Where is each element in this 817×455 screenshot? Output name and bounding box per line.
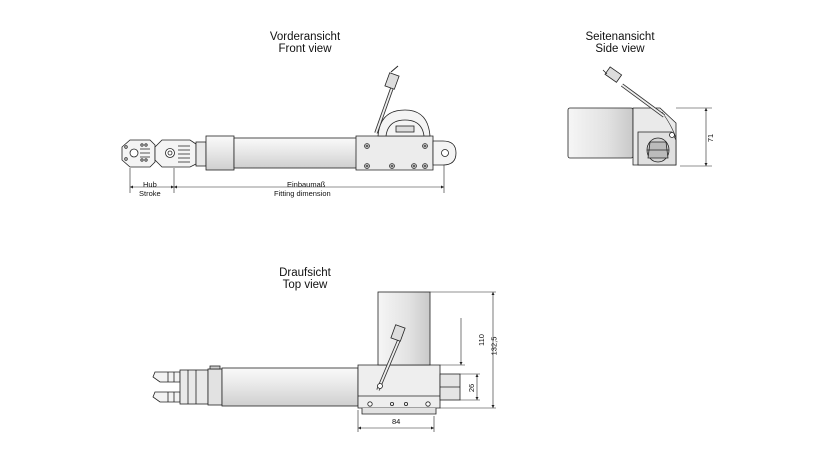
side-view-title-de: Seitenansicht bbox=[585, 31, 655, 43]
front-view-title-en: Front view bbox=[278, 43, 332, 55]
top-view-drawing bbox=[152, 291, 461, 415]
front-view-title: Vorderansicht Front view bbox=[250, 31, 360, 55]
fitting-dimension-label-de: Einbaumaß bbox=[287, 180, 326, 189]
front-rod-clevis bbox=[121, 139, 156, 168]
top-height-outer-label: 132,5 bbox=[489, 336, 499, 356]
side-view-dimensions bbox=[676, 107, 712, 167]
top-view-dimensions bbox=[357, 291, 496, 432]
stroke-label-de: Hub bbox=[143, 180, 157, 189]
front-view-drawing bbox=[121, 65, 457, 171]
top-mount-label: 26 bbox=[467, 383, 477, 393]
top-view-title-de: Draufsicht bbox=[279, 267, 331, 279]
front-view-dimensions bbox=[129, 165, 445, 193]
front-rod-clevis-extended bbox=[154, 139, 207, 168]
top-width-label: 84 bbox=[392, 417, 401, 426]
fitting-dimension-label-en: Fitting dimension bbox=[274, 189, 331, 198]
side-view-drawing bbox=[567, 66, 677, 166]
stroke-label-en: Stroke bbox=[139, 189, 161, 198]
front-view-title-de: Vorderansicht bbox=[269, 31, 341, 43]
side-view-title: Seitenansicht Side view bbox=[565, 31, 675, 55]
top-view-title: Draufsicht Top view bbox=[250, 267, 360, 291]
side-view-title-en: Side view bbox=[595, 43, 645, 55]
side-height-label: 71 bbox=[706, 133, 716, 143]
top-view-title-en: Top view bbox=[282, 279, 328, 291]
top-height-inner-label: 110 bbox=[476, 334, 486, 346]
